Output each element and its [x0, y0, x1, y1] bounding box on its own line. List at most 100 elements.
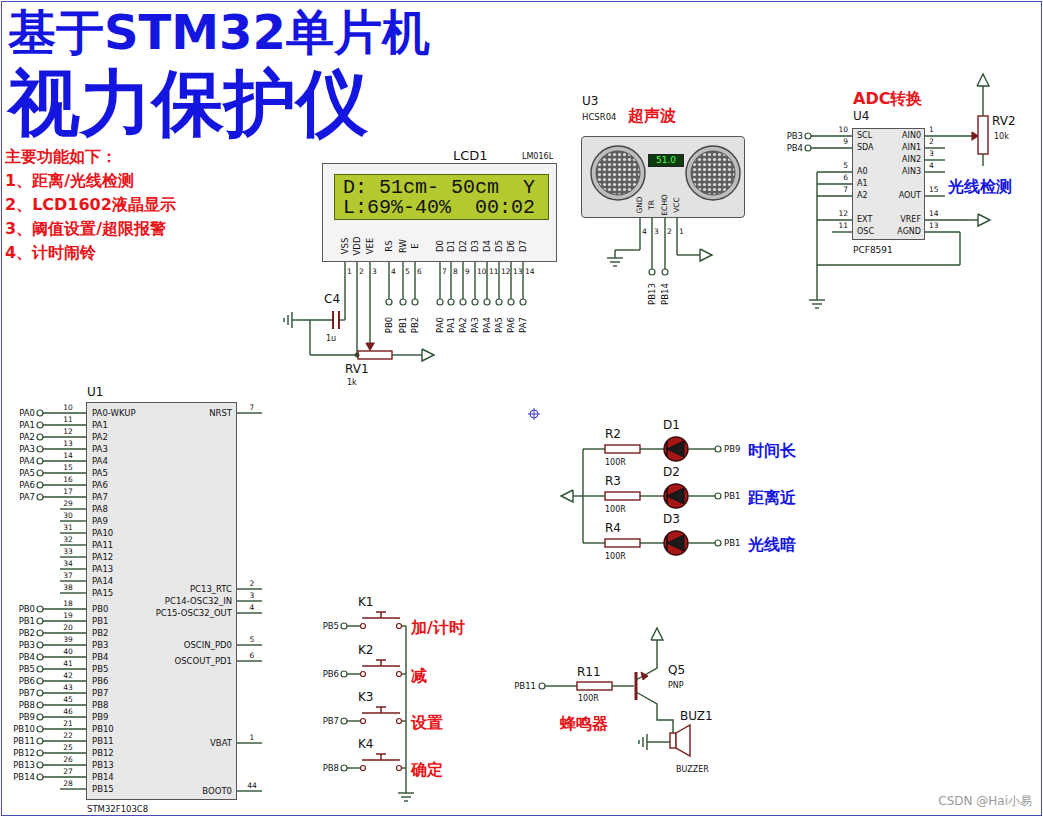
net-label: PA1 [19, 421, 35, 430]
wire [925, 231, 960, 232]
pin-name: PB9 [92, 713, 108, 722]
wire [369, 262, 370, 343]
ground-symbol [816, 292, 817, 300]
wire [43, 412, 86, 413]
part-name: R2 [605, 428, 621, 441]
ground-symbol [292, 319, 300, 320]
pin-number: 7 [843, 186, 848, 194]
part-type: BUZZER [676, 766, 709, 774]
net-label: PB4 [787, 144, 803, 153]
part-type: PNP [668, 682, 684, 690]
main-title: 基于STM32单片机 [8, 7, 430, 57]
wire [664, 218, 665, 269]
part-name: LCD1 [453, 149, 488, 162]
pin-name: AIN0 [902, 132, 921, 140]
ground-symbol [405, 785, 406, 793]
power-stem [982, 86, 983, 96]
pin-number: 6 [417, 268, 422, 276]
net-terminal [37, 750, 43, 756]
wire [43, 668, 86, 669]
key-note: 确定 [411, 762, 443, 779]
pin-name: OSC [857, 228, 874, 236]
wire [339, 319, 345, 320]
power-terminal [561, 490, 573, 502]
pin-number: 33 [63, 548, 73, 556]
net-terminal [805, 133, 811, 139]
key-note: 加/计时 [411, 620, 465, 637]
pin-number: 40 [63, 648, 73, 656]
net-label: PB6 [19, 677, 35, 686]
part-name: D1 [663, 419, 680, 432]
capacitor-plate [332, 311, 334, 329]
pin-number: 5 [405, 268, 410, 276]
wire [60, 520, 86, 521]
net-terminal [460, 299, 466, 305]
wire [60, 592, 86, 593]
pin-name: A2 [857, 192, 868, 200]
pin-name: PB13 [92, 761, 114, 770]
pin-name: VCC [673, 197, 681, 213]
net-terminal [715, 540, 721, 546]
pin-number: 4 [929, 162, 934, 170]
wire [347, 673, 360, 674]
module-note: 蜂鸣器 [560, 716, 608, 733]
wire [545, 685, 577, 686]
net-label: PB5 [19, 665, 35, 674]
pin-name: PA15 [92, 589, 113, 598]
net-terminal [37, 702, 43, 708]
pin-number: 21 [63, 720, 73, 728]
ground-symbol [815, 307, 819, 308]
lcd-screen: D: 51cm- 50cm YL:69%-40% 00:02 [334, 174, 549, 220]
pin-number: 3 [372, 268, 377, 276]
pin-number: 5 [250, 636, 255, 644]
pin-number: 6 [250, 652, 255, 660]
transducer-mesh [691, 151, 735, 195]
net-label: PA7 [19, 493, 35, 502]
pin-number: 6 [843, 174, 848, 182]
pin-name: AOUT [899, 192, 921, 200]
wire [414, 262, 415, 299]
pin-number: 41 [63, 660, 73, 668]
part-value: 100R [605, 459, 626, 467]
net-terminal [662, 269, 668, 275]
wire [636, 692, 673, 733]
wire [636, 650, 657, 680]
pin-name: GND [636, 196, 644, 213]
sensor-display: 51.0 [648, 154, 684, 167]
pin-name: NRST [209, 409, 232, 418]
pin-name: SCL [857, 132, 872, 140]
wire [925, 147, 945, 148]
buzzer-symbol [676, 725, 690, 756]
pin-number: 2 [359, 268, 364, 276]
pin-name: PB11 [92, 737, 114, 746]
wire [655, 741, 670, 742]
part-value: 100R [605, 506, 626, 514]
pin-number: 29 [63, 500, 73, 508]
wire [309, 320, 310, 355]
part-name: RV1 [345, 363, 369, 376]
net-label: PB7 [323, 717, 339, 726]
net-label: PB7 [19, 689, 35, 698]
wire [640, 448, 664, 449]
ground-symbol [287, 315, 288, 325]
net-label: PB3 [787, 132, 803, 141]
pin-number: 2 [929, 138, 934, 146]
pin-number: 27 [63, 768, 73, 776]
pin-number: 43 [63, 684, 73, 692]
pin-name: PB7 [92, 689, 108, 698]
transducer-ring [591, 146, 645, 200]
pin-name: RS [385, 240, 394, 251]
sensor-note: 光线检测 [948, 179, 1012, 196]
wire [925, 135, 972, 136]
part-name: Q5 [668, 664, 685, 677]
net-label: PB2 [19, 629, 35, 638]
pin-number: 14 [525, 268, 535, 276]
net-terminal [37, 726, 43, 732]
wire [817, 183, 852, 184]
pin-number: 1 [250, 734, 255, 742]
net-terminal [539, 683, 545, 689]
part-type: STM32F103C8 [87, 805, 148, 814]
potentiometer-symbol [358, 351, 392, 359]
net-label: PA5 [495, 317, 504, 333]
